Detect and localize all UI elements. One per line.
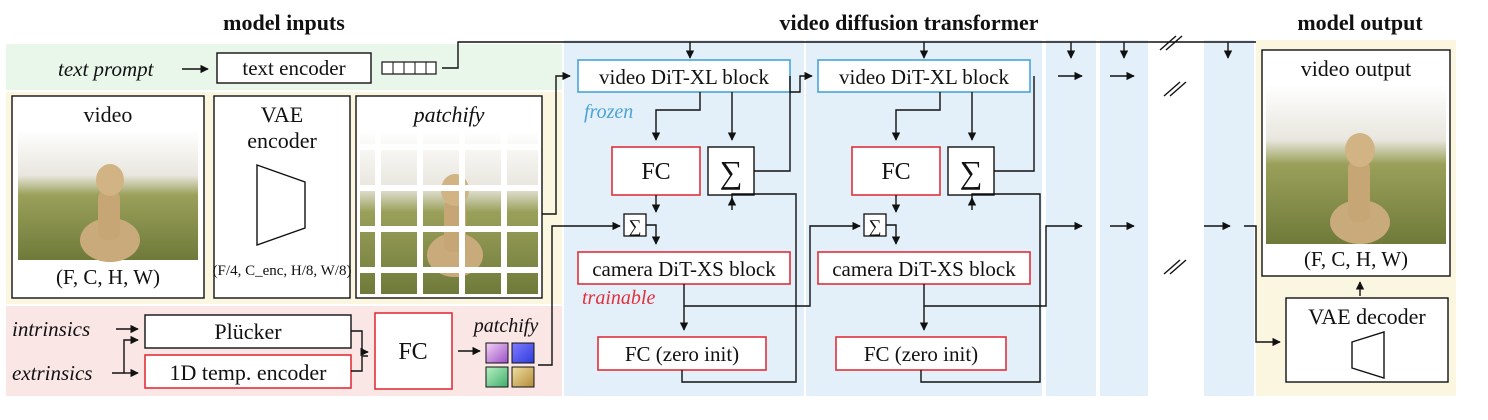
video-label: video [84,102,133,127]
vae-latent-shape-label: (F/4, C_enc, H/8, W/8) [213,263,352,279]
text-encoder-label: text encoder [242,56,345,80]
fc-zero-init-1 [597,336,767,371]
video-output-label: video output [1301,56,1412,81]
intrinsics-label: intrinsics [12,317,90,341]
patchified-image [360,130,538,294]
extrinsics-label: extrinsics [12,361,92,385]
lioness-image [18,130,198,262]
frozen-label: frozen [584,101,633,123]
camera-dit-xs-block-1 [577,251,791,285]
text-prompt-label: text prompt [58,57,155,81]
output-shape-label: (F, C, H, W) [1304,247,1408,271]
sum-node-1-label: ∑ [720,154,743,190]
vae-encoder-label-line1: VAE [261,102,303,127]
temporal-encoder-label: 1D temp. encoder [170,360,328,385]
dit-xl-block-2-label: video DiT-XL block [839,65,1009,89]
fc-block-2-label: FC [881,159,910,185]
trainable-label: trainable [582,287,655,309]
dit-xl-block-2 [817,59,1031,93]
video-shape-label: (F, C, H, W) [56,265,160,289]
plucker-box [144,314,352,349]
vae-encoder-label-line2: encoder [247,128,317,153]
camera-patch-tokens [485,342,535,388]
heading-model-inputs: model inputs [223,10,345,35]
camera-fc-label: FC [398,339,427,365]
camera-patchify-label: patchify [472,315,539,337]
transformer-column-5 [1204,40,1254,396]
camera-dit-xs-block-2-label: camera DiT-XS block [832,257,1016,281]
sum-node-2-label: ∑ [960,154,983,190]
fc-zero-init-2 [835,336,1007,371]
heading-model-output: model output [1297,10,1423,35]
plucker-label: Plücker [214,319,282,344]
heading-video-diffusion-transformer: video diffusion transformer [779,10,1038,35]
dit-xl-block-1 [577,59,791,93]
decoder-trapezoid-icon [1351,331,1385,379]
vae-decoder-label: VAE decoder [1308,304,1426,329]
transformer-column-3 [1046,40,1096,396]
camera-dit-xs-block-2 [817,251,1031,285]
text-encoder-box [216,52,372,84]
output-lioness-image [1266,84,1446,244]
fc-block-2 [851,146,941,196]
patchify-label: patchify [412,102,485,127]
small-sum-1-label: ∑ [629,216,642,236]
dit-xl-block-1-label: video DiT-XL block [599,65,769,89]
fc-zero-init-2-label: FC (zero init) [864,342,978,366]
transformer-column-4 [1100,40,1148,396]
small-sum-2-label: ∑ [869,216,882,236]
encoder-trapezoid-icon [256,164,306,246]
fc-block-1-label: FC [641,159,670,185]
camera-dit-xs-block-1-label: camera DiT-XS block [592,257,776,281]
text-token-strip [381,61,437,75]
fc-zero-init-1-label: FC (zero init) [625,342,739,366]
temporal-encoder-box [144,354,352,389]
camera-fc-box [374,312,453,390]
